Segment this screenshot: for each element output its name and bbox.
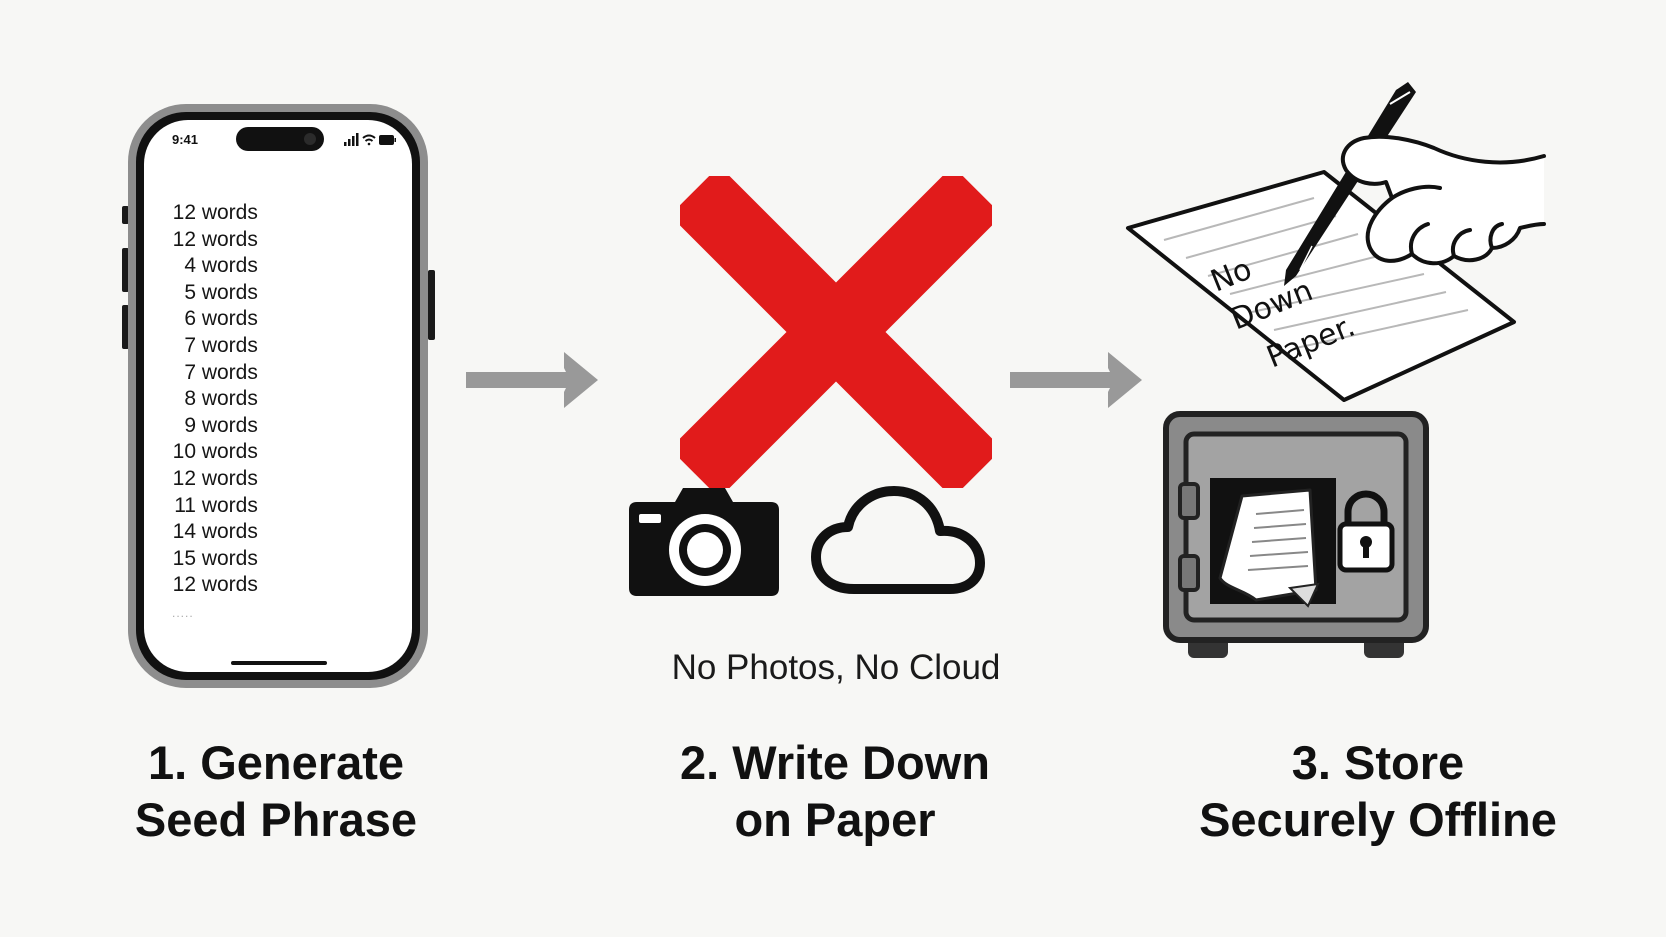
hand-icon (1340, 134, 1546, 266)
smartphone (128, 104, 428, 688)
seed-word-count-item: 4 words (184, 254, 258, 278)
wifi-icon (362, 134, 376, 146)
step-2-title-line-2: on Paper (734, 793, 936, 846)
seed-word-count-item: 7 words (184, 333, 258, 357)
seed-word-count-item: 12 words (172, 227, 258, 251)
safe-icon (1163, 411, 1429, 658)
status-time: 9:41 (172, 132, 199, 147)
seed-word-count-item: 6 words (184, 307, 258, 331)
seed-word-count-item: 7 words (184, 360, 258, 384)
seed-word-count-item: 12 words (172, 466, 258, 490)
phone-power-button (428, 270, 435, 340)
padlock-icon (1337, 490, 1395, 573)
step-1-title-line-1: 1. Generate (147, 736, 405, 789)
document-icon (1218, 488, 1320, 608)
step-3-title-line-2: Securely Offline (1199, 793, 1557, 846)
seed-word-count-item: 11 words (174, 493, 258, 517)
forbidden-cross-icon (680, 176, 992, 488)
phone-volume-down-button (122, 305, 129, 349)
step-2-title: 2. Write Down on Paper (575, 734, 1095, 848)
seed-word-count-item: 15 words (172, 546, 258, 570)
handwritten-paper-illustration: No Down Paper. (1126, 82, 1546, 402)
seed-word-count-item: 10 words (172, 440, 258, 464)
more-indicator: ..... (172, 606, 194, 620)
seed-word-count-item: 5 words (184, 280, 258, 304)
arrow-right-icon (466, 352, 598, 408)
step-1-title: 1. Generate Seed Phrase (16, 734, 536, 848)
safe-hinge (1178, 482, 1200, 520)
safe-hinge (1178, 554, 1200, 592)
step-3-title: 3. Store Securely Offline (1118, 734, 1638, 848)
phone-action-button (122, 206, 129, 224)
seed-word-count-item: 12 words (172, 201, 258, 224)
arrow-right-icon (1010, 352, 1142, 408)
pen-icon (1284, 82, 1416, 286)
step-2-title-line-1: 2. Write Down (680, 736, 990, 789)
step-3-title-line-1: 3. Store (1291, 736, 1465, 789)
cloud-icon (811, 486, 985, 594)
phone-screen (144, 120, 412, 672)
front-camera-icon (304, 133, 316, 145)
signal-icon (344, 133, 359, 146)
step-1-title-line-2: Seed Phrase (134, 793, 418, 846)
paper-sheet-icon (1126, 170, 1516, 402)
camera-icon (629, 488, 779, 596)
dynamic-island (236, 127, 324, 151)
home-indicator (231, 661, 327, 665)
status-icons (344, 133, 396, 146)
seed-word-count-item: 9 words (184, 413, 258, 437)
battery-icon (379, 135, 396, 145)
no-photos-caption: No Photos, No Cloud (671, 648, 1001, 687)
seed-word-count-item: 12 words (172, 573, 258, 597)
seed-word-count-item: 8 words (184, 387, 258, 411)
seed-word-count-item: 14 words (172, 520, 258, 544)
phone-volume-up-button (122, 248, 129, 292)
